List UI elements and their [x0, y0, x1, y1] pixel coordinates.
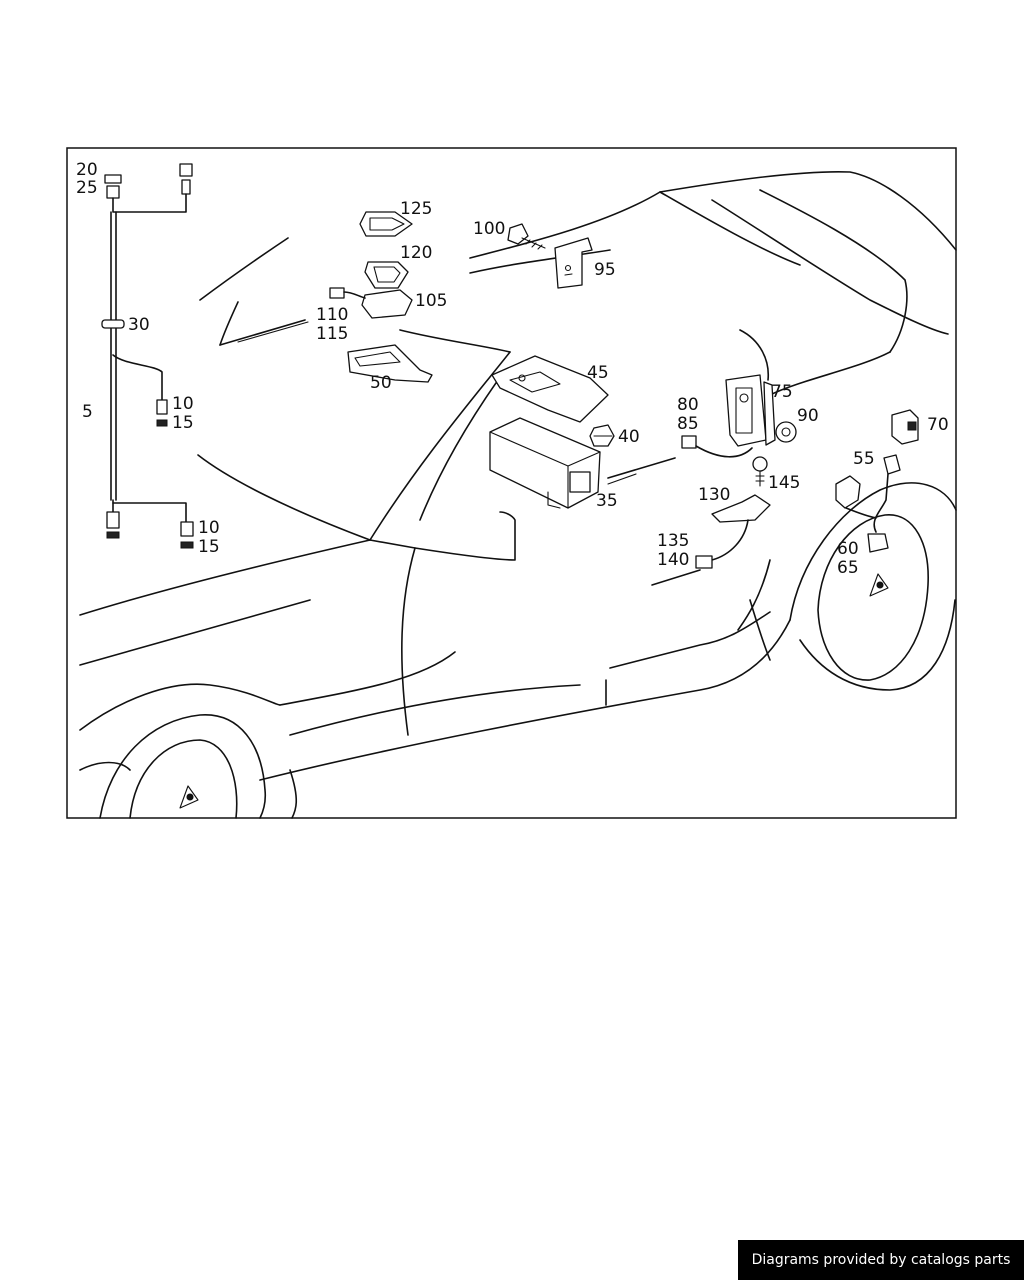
callout-50: 50 [370, 373, 392, 393]
part-45 [491, 355, 609, 423]
callout-125: 125 [400, 199, 432, 219]
callouts: 20 25 30 5 10 15 10 15 125 120 105 110 1… [76, 160, 949, 578]
callout-80: 80 [677, 395, 699, 415]
callout-100: 100 [473, 219, 505, 239]
part-125 [359, 211, 413, 237]
callout-75: 75 [771, 382, 793, 402]
callout-65: 65 [837, 558, 859, 578]
callout-60: 60 [837, 539, 859, 559]
callout-40: 40 [618, 427, 640, 447]
part-105 [329, 287, 413, 319]
callout-85: 85 [677, 414, 699, 434]
callout-110: 110 [316, 305, 348, 325]
callout-35: 35 [596, 491, 618, 511]
part-100 [507, 223, 546, 250]
callout-90: 90 [797, 406, 819, 426]
callout-135: 135 [657, 531, 689, 551]
part-95 [554, 237, 593, 289]
part-75 [725, 374, 776, 447]
part-145 [752, 456, 768, 487]
callout-120: 120 [400, 243, 432, 263]
diagram-frame [66, 147, 957, 819]
part-50 [347, 344, 433, 383]
leader-lines [237, 321, 637, 485]
part-80 [681, 435, 753, 458]
callout-30: 30 [128, 315, 150, 335]
callout-70: 70 [927, 415, 949, 435]
part-40 [589, 424, 615, 447]
callout-140: 140 [657, 550, 689, 570]
car-outline [79, 170, 957, 819]
wiring-harness [101, 163, 194, 549]
part-55 [835, 454, 901, 553]
callout-145: 145 [768, 473, 800, 493]
callout-15-upper: 15 [172, 413, 194, 433]
callout-55: 55 [853, 449, 875, 469]
part-70 [891, 409, 919, 445]
callout-5: 5 [82, 402, 93, 422]
callout-10-lower: 10 [198, 518, 220, 538]
part-130 [695, 494, 771, 569]
callout-105: 105 [415, 291, 447, 311]
part-120 [364, 261, 409, 289]
callout-95: 95 [594, 260, 616, 280]
callout-20: 20 [76, 160, 98, 180]
callout-15-lower: 15 [198, 537, 220, 557]
callout-10-upper: 10 [172, 394, 194, 414]
part-35 [489, 417, 601, 509]
callout-115: 115 [316, 324, 348, 344]
part-90 [775, 421, 797, 443]
callout-130: 130 [698, 485, 730, 505]
callout-45: 45 [587, 363, 609, 383]
callout-25: 25 [76, 178, 98, 198]
footer-credit: Diagrams provided by catalogs parts [738, 1240, 1024, 1280]
